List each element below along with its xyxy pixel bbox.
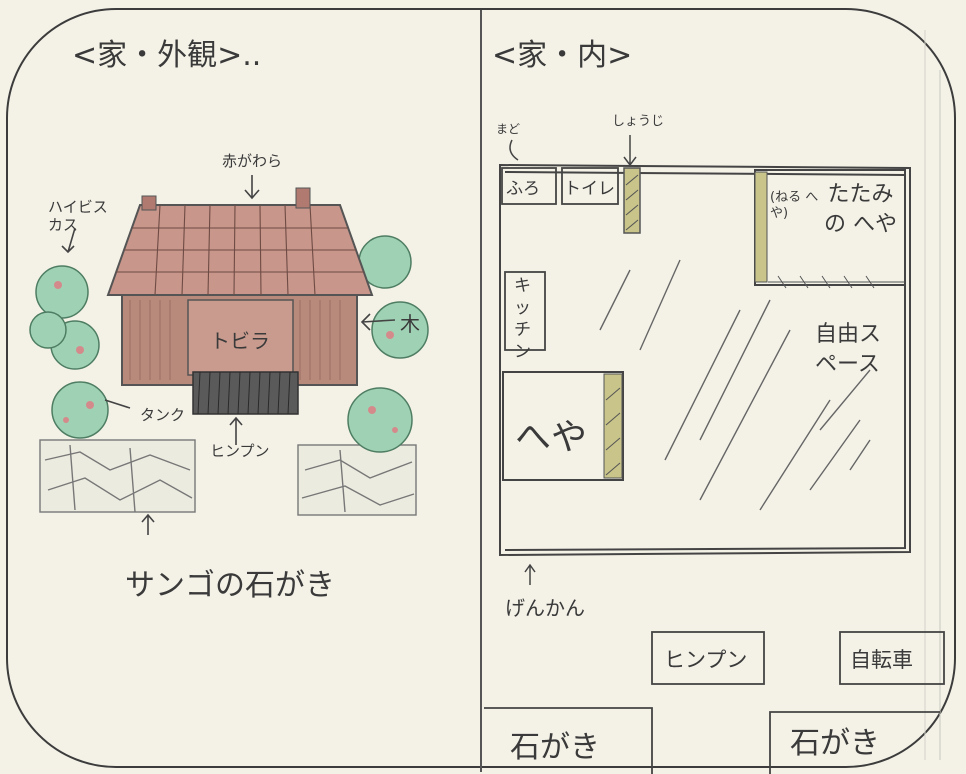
tank-label: タンク <box>140 406 186 424</box>
window-label: まど <box>496 122 521 136</box>
shoji-label: しょうじ <box>612 114 665 129</box>
hinpun-screen <box>192 371 299 415</box>
tatami-room-label: たたみの へや <box>824 182 897 237</box>
kitchen-label: キッチン <box>514 276 531 362</box>
exterior-drawing <box>29 175 429 535</box>
toilet-label: トイレ <box>564 179 615 199</box>
free-space-label: 自由スペース <box>815 322 882 377</box>
door-label: トビラ <box>210 329 270 353</box>
bicycle-label: 自転車 <box>850 648 913 672</box>
exterior-title: <家・外観>.. <box>72 38 262 73</box>
tree-label: 木 <box>400 312 420 336</box>
bath-label: ふろ <box>506 179 540 199</box>
interior-title: <家・内> <box>492 38 633 73</box>
roof-label: 赤がわら <box>222 152 283 170</box>
page-divider <box>480 10 482 772</box>
stone-wall-right-label: 石がき <box>790 726 880 761</box>
hinpun-box-label: ヒンプン <box>664 648 748 672</box>
stone-wall-label: サンゴの石がき <box>125 568 335 603</box>
entrance-label: げんかん <box>505 596 585 620</box>
stone-wall-left <box>39 439 196 513</box>
hinpun-label: ヒンプン <box>210 442 270 460</box>
sleep-room-label: (ねる へや) <box>770 190 819 221</box>
room-label: へや <box>515 417 588 458</box>
tree-bushes <box>347 235 429 453</box>
hibiscus-label: ハイビスカス <box>48 198 108 234</box>
stone-wall-right <box>297 444 417 516</box>
hibiscus-bushes <box>29 265 109 439</box>
stone-wall-left-label: 石がき <box>510 730 600 765</box>
